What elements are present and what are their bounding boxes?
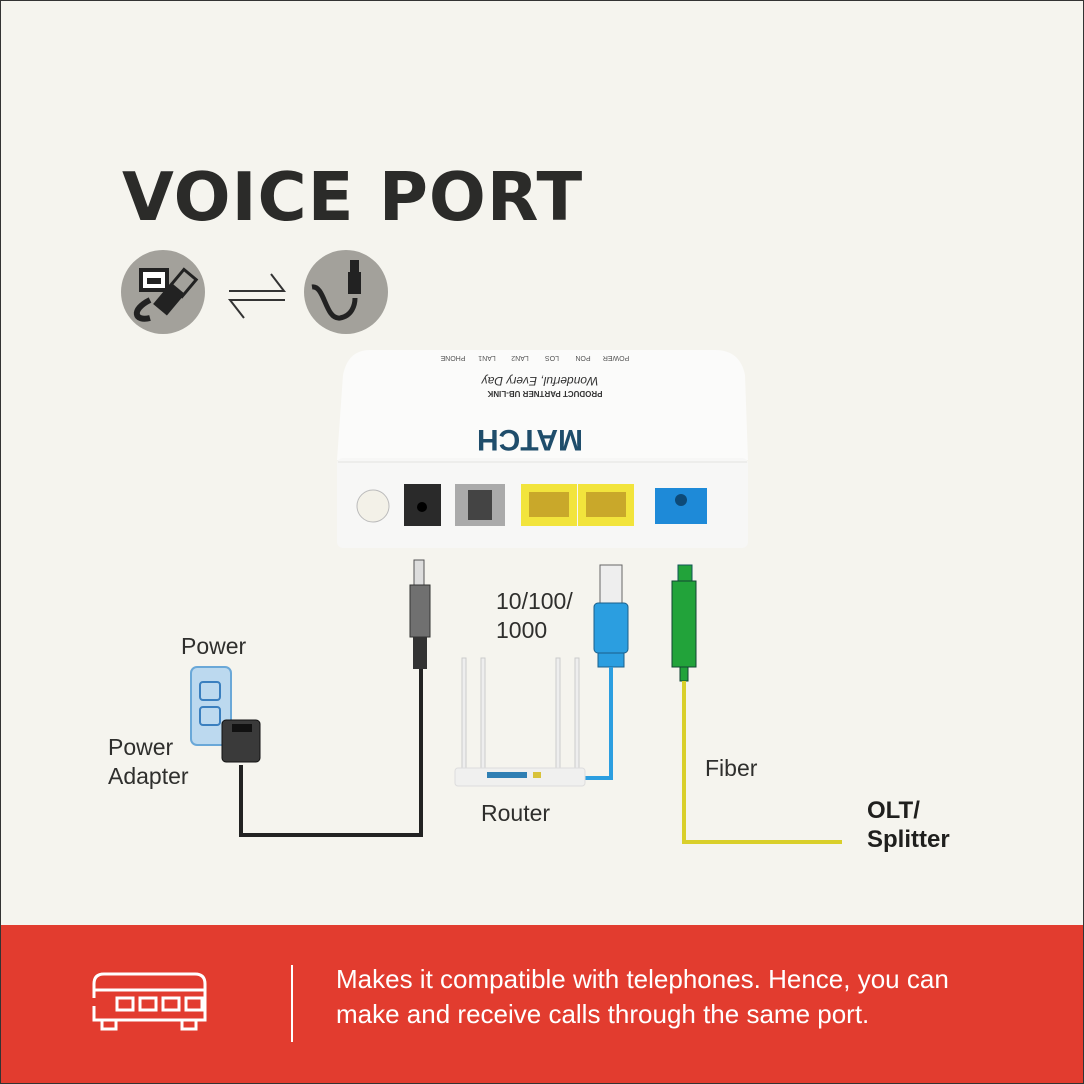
device-tagline: Wonderful, Every Day <box>481 374 599 388</box>
network-switch-icon <box>92 972 207 1031</box>
led-label-pon: PON <box>575 354 590 361</box>
device-logo: MATCH PRODUCT PARTNER UB-LINK Wonderful,… <box>477 374 603 456</box>
olt-label-2: Splitter <box>867 826 950 853</box>
description-line-1: Makes it compatible with telephones. Hen… <box>336 964 949 994</box>
ont-device: POWER PON LOS LAN2 LAN1 PHONE MATCH PROD… <box>337 350 748 548</box>
footer-band <box>0 925 1084 1084</box>
device-partner: PRODUCT PARTNER UB-LINK <box>487 389 602 398</box>
ethernet-cable <box>583 564 629 780</box>
router-label: Router <box>481 800 551 826</box>
wall-outlet-icon <box>190 666 232 746</box>
led-label-lan1: LAN1 <box>478 354 496 361</box>
fiber-cable <box>671 564 842 844</box>
olt-label-1: OLT/ <box>867 797 920 824</box>
fiber-label: Fiber <box>705 755 758 781</box>
description-line-2: make and receive calls through the same … <box>336 999 870 1029</box>
footer-divider <box>291 965 293 1042</box>
router-icon <box>454 657 586 787</box>
led-label-los: LOS <box>545 354 559 361</box>
page-title: VOICE PORT <box>122 158 584 236</box>
power-adapter-label-1: Power <box>108 734 174 760</box>
power-adapter-icon <box>221 719 261 763</box>
led-labels: POWER PON LOS LAN2 LAN1 PHONE <box>440 354 629 361</box>
swap-arrows-icon <box>227 273 287 319</box>
led-label-phone: PHONE <box>440 354 465 361</box>
speed-label-1: 10/100/ <box>496 588 573 614</box>
power-adapter-label-2: Adapter <box>108 763 189 789</box>
speed-label-2: 1000 <box>496 617 548 643</box>
lan2-port <box>578 484 634 526</box>
diagram: POWER PON LOS LAN2 LAN1 PHONE MATCH PROD… <box>121 250 842 844</box>
feature-description: Makes it compatible with telephones. Hen… <box>336 962 1036 1032</box>
power-cable <box>239 559 431 837</box>
phone-port <box>455 484 505 526</box>
fiber-port <box>655 488 707 524</box>
led-label-lan2: LAN2 <box>511 354 529 361</box>
led-label-power: POWER <box>603 354 629 361</box>
device-brand: MATCH <box>477 423 583 456</box>
power-label: Power <box>181 633 247 659</box>
lan1-port <box>521 484 577 526</box>
ethernet-port-cable-icon <box>121 250 205 334</box>
ethernet-cable-icon <box>304 250 388 334</box>
